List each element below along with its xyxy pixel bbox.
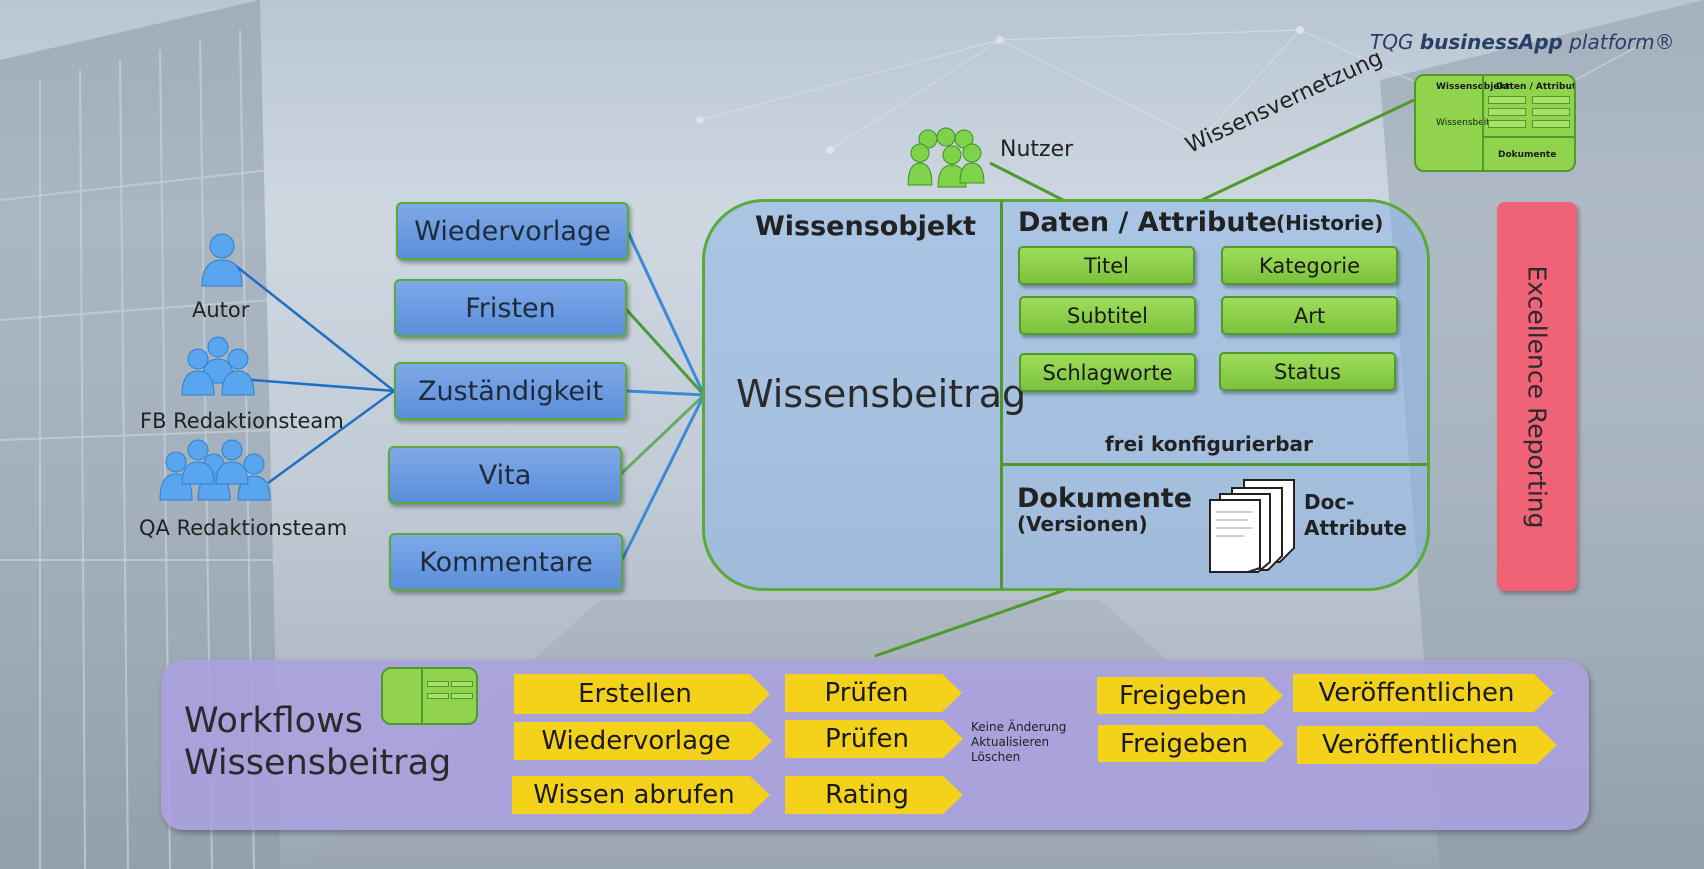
object-divider-vertical [1000, 201, 1003, 589]
note-keine-aenderung: Keine Änderung [971, 720, 1067, 734]
thumb-divider-h [1482, 136, 1574, 138]
thumb-field [1532, 120, 1570, 128]
thumb-divider [1482, 76, 1484, 170]
doc-attribute-line1: Doc- [1304, 490, 1355, 514]
brand-prefix: TQG [1370, 30, 1420, 54]
knowledge-object-thumbnail[interactable]: Wissensobjekt Daten / Attribute Wissensb… [1414, 74, 1576, 172]
attribute-subtitel[interactable]: Subtitel [1019, 296, 1196, 335]
workflow-step-erstellen[interactable]: Erstellen [514, 674, 770, 714]
data-attributes-title: Daten / Attribute [1018, 207, 1277, 238]
function-zustaendigkeit[interactable]: Zuständigkeit [394, 362, 627, 420]
brand-bold: businessApp [1419, 30, 1563, 54]
workflow-step-wiedervorlage[interactable]: Wiedervorlage [514, 722, 772, 760]
note-aktualisieren: Aktualisieren [971, 735, 1050, 749]
workflow-notes: Keine Änderung Aktualisieren Löschen [971, 720, 1066, 765]
object-center-label: Wissensbeitrag [736, 372, 1027, 416]
thumb-field [1532, 96, 1570, 104]
workflow-title-line1: Workflows [184, 701, 363, 741]
workflow-step-freigeben-2[interactable]: Freigeben [1098, 725, 1284, 762]
object-title: Wissensobjekt [755, 211, 977, 242]
wf-thumb-field [427, 693, 449, 699]
attribute-titel[interactable]: Titel [1018, 246, 1195, 285]
excellence-reporting[interactable]: Excellence Reporting [1497, 202, 1577, 591]
documents-icon [1209, 479, 1295, 573]
function-vita[interactable]: Vita [388, 446, 622, 504]
note-loeschen: Löschen [971, 750, 1021, 764]
wf-thumb-field [427, 681, 449, 687]
workflow-thumbnail[interactable] [381, 667, 478, 725]
documents-versions: (Versionen) [1017, 512, 1148, 536]
doc-attribute-line2: Attribute [1304, 516, 1407, 540]
workflow-title-line2: Wissensbeitrag [184, 743, 452, 783]
function-kommentare[interactable]: Kommentare [389, 533, 623, 591]
workflow-step-wissen-abrufen[interactable]: Wissen abrufen [512, 776, 770, 814]
workflow-step-rating[interactable]: Rating [785, 776, 963, 814]
configurable-label: frei konfigurierbar [1105, 432, 1313, 456]
author-icon [201, 233, 243, 287]
thumb-data: Daten / Attribute [1496, 82, 1576, 92]
workflow-step-pruefen-2[interactable]: Prüfen [785, 720, 963, 758]
thumb-field [1488, 120, 1526, 128]
wf-thumb-field [451, 693, 473, 699]
workflow-step-pruefen-1[interactable]: Prüfen [785, 674, 962, 712]
history-label: (Historie) [1276, 211, 1384, 235]
brand-suffix: platform® [1562, 30, 1675, 54]
fb-team-icon [181, 336, 255, 396]
workflow-title: Workflows Wissensbeitrag [184, 700, 451, 784]
function-fristen[interactable]: Fristen [394, 279, 627, 337]
attribute-kategorie[interactable]: Kategorie [1221, 246, 1398, 285]
thumb-title: Wissensobjekt [1436, 82, 1510, 92]
qa-team-icon [159, 439, 271, 501]
documents-title: Dokumente [1017, 483, 1193, 514]
thumb-center: Wissensbeitrag [1436, 118, 1505, 128]
thumb-docs: Dokumente [1498, 150, 1557, 160]
qa-team-label: QA Redaktionsteam [139, 516, 348, 540]
workflow-step-freigeben-1[interactable]: Freigeben [1097, 677, 1283, 714]
attribute-schlagworte[interactable]: Schlagworte [1019, 353, 1196, 392]
function-wiedervorlage[interactable]: Wiedervorlage [396, 202, 629, 260]
brand-logo: TQG businessApp platform® [1370, 30, 1675, 54]
thumb-field [1488, 108, 1526, 116]
wf-thumb-field [451, 681, 473, 687]
thumb-field [1488, 96, 1526, 104]
users-label: Nutzer [1000, 137, 1074, 162]
workflow-step-veroeffentlichen-2[interactable]: Veröffentlichen [1297, 726, 1557, 764]
author-label: Autor [192, 298, 250, 322]
attribute-status[interactable]: Status [1219, 352, 1396, 391]
thumb-field [1532, 108, 1570, 116]
fb-team-label: FB Redaktionsteam [140, 409, 344, 433]
wf-thumb-divider [421, 669, 423, 723]
excellence-reporting-label: Excellence Reporting [1522, 264, 1552, 529]
users-icon [907, 127, 985, 188]
attribute-art[interactable]: Art [1221, 296, 1398, 335]
object-divider-horizontal [1002, 463, 1427, 466]
workflow-step-veroeffentlichen-1[interactable]: Veröffentlichen [1293, 674, 1554, 712]
